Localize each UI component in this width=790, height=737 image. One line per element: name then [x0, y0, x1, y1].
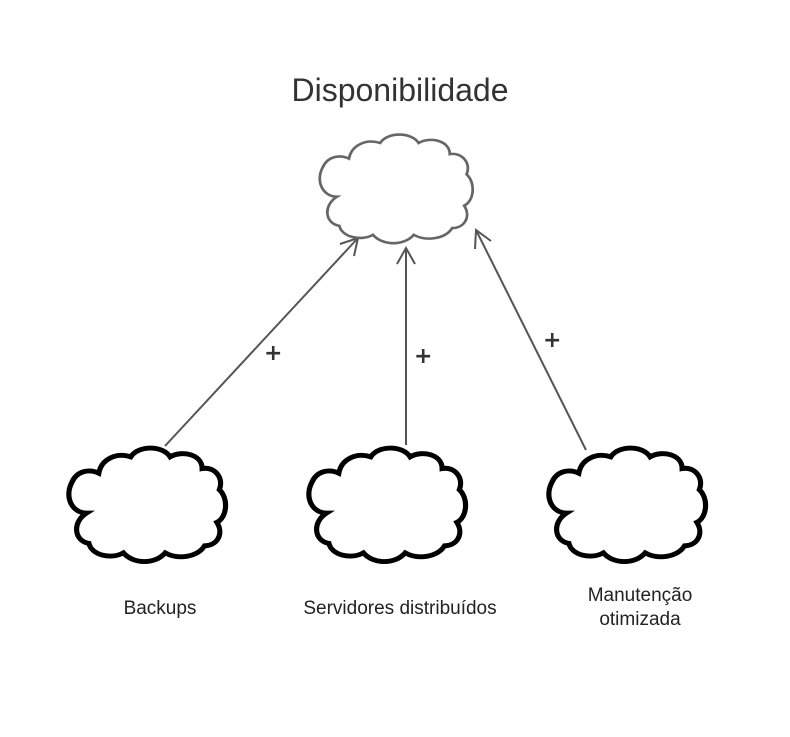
servers-cloud-shape	[309, 448, 466, 561]
edge-backups-to-goal	[164, 236, 360, 447]
goal-cloud-shape	[318, 133, 475, 245]
backups-label: Backups	[123, 598, 197, 619]
edge-servers-to-goal	[396, 245, 416, 445]
maintenance-cloud-shape	[549, 448, 706, 561]
edge-maintenance-to-goal	[474, 228, 587, 451]
edge-label-servers: +	[414, 344, 433, 369]
backups-cloud-shape	[69, 448, 226, 561]
servers-label: Servidores distribuídos	[303, 598, 497, 619]
maintenance-label-line-1: Manutenção	[587, 585, 693, 606]
maintenance-label-line-2: otimizada	[599, 609, 681, 630]
goal-title: Disponibilidade	[291, 72, 509, 108]
edge-label-backups: +	[264, 341, 283, 366]
maintenance-label: Manutenção otimizada	[560, 584, 720, 632]
edge-label-maintenance: +	[543, 328, 562, 353]
